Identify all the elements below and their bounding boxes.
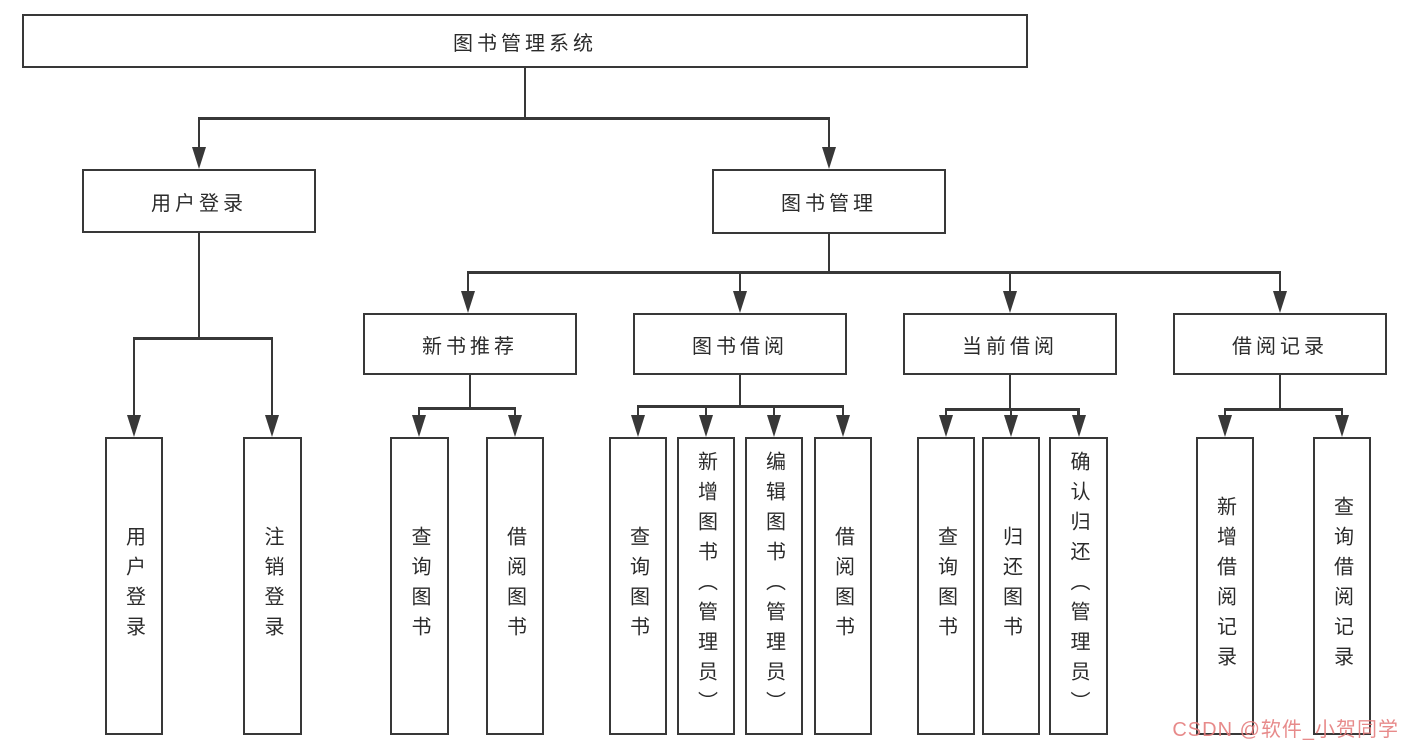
connector xyxy=(1340,408,1344,415)
connector xyxy=(944,408,948,415)
node-label: 用户登录 xyxy=(151,192,247,215)
connector xyxy=(1077,408,1080,415)
connector xyxy=(1009,408,1013,415)
leaf-borrow-books-borrowing: 借阅图书 xyxy=(814,437,872,735)
connector xyxy=(132,337,136,415)
arrow-down-icon xyxy=(192,147,206,169)
leaf-edit-books-admin: 编辑图书（管理员） xyxy=(745,437,803,735)
leaf-label: 新增借阅记录 xyxy=(1213,496,1236,676)
connector xyxy=(1223,408,1344,411)
connector xyxy=(827,234,831,271)
node-label: 新书推荐 xyxy=(422,335,518,358)
leaf-label: 编辑图书（管理员） xyxy=(762,451,785,721)
arrow-down-icon xyxy=(461,291,475,313)
leaf-label: 用户登录 xyxy=(122,526,145,646)
connector xyxy=(636,405,640,415)
leaf-borrow-books-recommend: 借阅图书 xyxy=(486,437,544,735)
node-book-management: 图书管理 xyxy=(712,169,946,234)
leaf-label: 确认归还（管理员） xyxy=(1067,451,1089,721)
connector xyxy=(1278,271,1282,291)
node-borrowing-records: 借阅记录 xyxy=(1173,313,1387,375)
connector xyxy=(468,375,472,407)
arrow-down-icon xyxy=(412,415,426,437)
leaf-label: 新增图书（管理员） xyxy=(694,451,717,721)
connector xyxy=(1278,375,1282,408)
connector xyxy=(523,68,527,117)
arrow-down-icon xyxy=(836,415,850,437)
leaf-add-books-admin: 新增图书（管理员） xyxy=(677,437,735,735)
arrow-down-icon xyxy=(508,415,522,437)
connector xyxy=(513,407,517,415)
leaf-confirm-return-admin: 确认归还（管理员） xyxy=(1049,437,1108,735)
node-current-borrowing: 当前借阅 xyxy=(903,313,1117,375)
arrow-down-icon xyxy=(1003,291,1017,313)
node-label: 图书管理系统 xyxy=(453,32,597,55)
arrow-down-icon xyxy=(822,147,836,169)
connector xyxy=(772,405,776,415)
node-label: 借阅记录 xyxy=(1232,335,1328,358)
connector xyxy=(738,375,742,405)
leaf-label: 查询图书 xyxy=(626,526,649,646)
node-library-system: 图书管理系统 xyxy=(22,14,1028,68)
arrow-down-icon xyxy=(1273,291,1287,313)
leaf-label: 查询借阅记录 xyxy=(1330,496,1353,676)
leaf-label: 借阅图书 xyxy=(503,526,526,646)
leaf-query-borrow-record: 查询借阅记录 xyxy=(1313,437,1371,735)
arrow-down-icon xyxy=(265,415,279,437)
watermark-text: CSDN @软件_小贺同学 xyxy=(1172,719,1399,741)
connector xyxy=(1008,375,1012,408)
connector xyxy=(704,405,708,415)
connector xyxy=(944,408,1080,411)
leaf-label: 查询图书 xyxy=(934,526,957,646)
node-label: 图书借阅 xyxy=(692,335,788,358)
leaf-label: 归还图书 xyxy=(999,526,1022,646)
arrow-down-icon xyxy=(767,415,781,437)
arrow-down-icon xyxy=(631,415,645,437)
connector xyxy=(417,407,421,415)
node-new-book-recommendation: 新书推荐 xyxy=(363,313,577,375)
connector xyxy=(132,337,274,340)
arrow-down-icon xyxy=(1004,415,1018,437)
leaf-add-borrow-record: 新增借阅记录 xyxy=(1196,437,1254,735)
connector xyxy=(197,233,201,337)
node-label: 当前借阅 xyxy=(962,335,1058,358)
connector xyxy=(827,117,831,148)
node-label: 图书管理 xyxy=(781,193,877,215)
connector xyxy=(270,337,274,415)
connector xyxy=(1008,271,1012,291)
node-book-borrowing: 图书借阅 xyxy=(633,313,847,375)
leaf-logout: 注销登录 xyxy=(243,437,302,735)
node-user-login: 用户登录 xyxy=(82,169,316,233)
leaf-label: 借阅图书 xyxy=(831,526,854,646)
arrow-down-icon xyxy=(1071,415,1086,437)
connector xyxy=(636,405,845,408)
connector xyxy=(197,117,201,148)
leaf-return-books: 归还图书 xyxy=(982,437,1040,735)
connector xyxy=(197,117,831,120)
leaf-label: 查询图书 xyxy=(408,526,430,646)
leaf-label: 注销登录 xyxy=(261,526,283,646)
leaf-query-books-borrowing: 查询图书 xyxy=(609,437,667,735)
arrow-down-icon xyxy=(939,415,953,437)
arrow-down-icon xyxy=(733,291,747,313)
arrow-down-icon xyxy=(1335,415,1349,437)
connector xyxy=(1223,408,1227,415)
connector xyxy=(738,271,742,291)
connector xyxy=(417,407,517,410)
connector xyxy=(466,271,1282,274)
arrow-down-icon xyxy=(1218,415,1232,437)
connector xyxy=(841,405,845,415)
leaf-query-books-recommend: 查询图书 xyxy=(390,437,449,735)
leaf-query-books-current: 查询图书 xyxy=(917,437,975,735)
arrow-down-icon xyxy=(127,415,141,437)
leaf-user-login: 用户登录 xyxy=(105,437,163,735)
connector xyxy=(466,271,470,291)
arrow-down-icon xyxy=(699,415,713,437)
